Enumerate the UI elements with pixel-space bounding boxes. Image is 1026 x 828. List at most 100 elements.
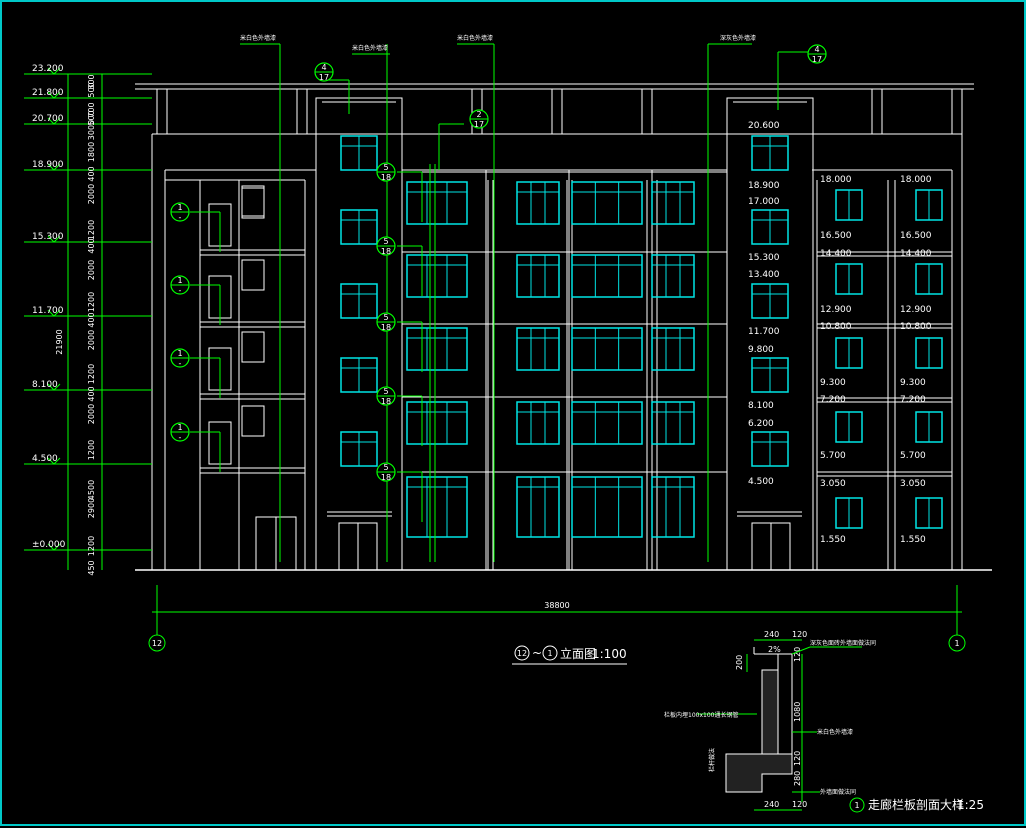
level-marker — [47, 457, 61, 465]
level-value: 5.700 — [900, 451, 926, 461]
window-frame — [651, 476, 695, 538]
dim-value: 1200 — [87, 536, 96, 556]
level-marker — [47, 91, 61, 99]
title-axis-a: 12 — [517, 649, 527, 658]
level-value: 16.500 — [900, 231, 932, 241]
detail-note: 外墙面做法同 — [820, 788, 856, 796]
level-value: 16.500 — [820, 231, 852, 241]
dim-value: 1200 — [87, 364, 96, 384]
callout-sheet: - — [179, 213, 182, 222]
axis-bubble-1 — [948, 634, 966, 652]
note-leader — [791, 646, 811, 655]
axis-label: 1 — [954, 639, 959, 648]
window-frame — [406, 401, 468, 445]
callout-sheet: 18 — [381, 473, 391, 482]
axis-label: 12 — [152, 639, 162, 648]
level-value: 1.550 — [900, 535, 926, 545]
overall-width: 38800 — [544, 601, 569, 610]
callout-number: 1 — [177, 276, 182, 285]
dim-value: 1200 — [87, 220, 96, 240]
elevation-scale: 1:100 — [592, 647, 627, 661]
dim-value: 1800 — [87, 142, 96, 162]
window-frame — [516, 401, 560, 445]
level-value: 13.400 — [748, 270, 780, 280]
level-value: 14.400 — [820, 249, 852, 259]
callout-number: 1 — [177, 203, 182, 212]
level-value: 20.600 — [748, 121, 780, 131]
top-note: 深灰色外墙漆 — [720, 34, 756, 42]
level-value: 7.200 — [820, 395, 846, 405]
dim-value: 500 — [87, 82, 96, 97]
window-frame — [651, 401, 695, 445]
level-value: 23.200 — [32, 64, 64, 74]
detail-dim: 240 — [764, 800, 779, 809]
level-marker — [47, 235, 61, 243]
detail-dim: 120 — [792, 800, 807, 809]
dim-total: 21900 — [55, 329, 64, 354]
window-frame — [516, 254, 560, 298]
callout-sheet: 17 — [319, 73, 329, 82]
dim-value: 1200 — [87, 440, 96, 460]
callout-number: 5 — [383, 387, 388, 396]
window-frame — [406, 476, 468, 538]
level-value: 11.700 — [32, 306, 64, 316]
side-window — [241, 259, 265, 291]
level-value: 18.000 — [900, 175, 932, 185]
callout-number: 1 — [177, 349, 182, 358]
detail-dim: 240 — [764, 630, 779, 639]
side-window — [241, 331, 265, 363]
callout-number: 1 — [177, 423, 182, 432]
level-value: 9.300 — [900, 378, 926, 388]
dim-value: 3000 — [87, 120, 96, 140]
level-value: 5.700 — [820, 451, 846, 461]
callout-sheet: - — [179, 359, 182, 368]
dim-value: 500 — [87, 110, 96, 125]
detail-note: 栏杆做法 — [708, 748, 716, 772]
level-marker — [47, 163, 61, 171]
window-frame — [571, 401, 643, 445]
detail-note: 深灰色面砖外墙面做法同 — [810, 639, 876, 647]
dim-value: 2000 — [87, 260, 96, 280]
level-value: 12.900 — [900, 305, 932, 315]
level-value: 4.500 — [32, 454, 58, 464]
title-sep: ~ — [532, 646, 542, 660]
level-value: 3.050 — [820, 479, 846, 489]
detail-title-bubble — [849, 797, 865, 813]
level-value: 1.550 — [820, 535, 846, 545]
dim-value: 400 — [87, 166, 96, 181]
detail-note: 米白色外墙漆 — [817, 728, 853, 736]
dim-value: 2000 — [87, 184, 96, 204]
detail-dim: 120 — [792, 630, 807, 639]
level-value: 8.100 — [32, 380, 58, 390]
dim-value: 700 — [87, 102, 96, 117]
detail-note: 栏板内埋100x100通长钢管 — [664, 711, 738, 719]
top-note: 米白色外墙漆 — [240, 34, 276, 42]
window-frame — [651, 181, 695, 225]
level-marker — [47, 67, 61, 75]
slab-section — [725, 753, 793, 793]
level-value: 9.300 — [820, 378, 846, 388]
level-value: 3.050 — [900, 479, 926, 489]
detail-dim: 1080 — [793, 702, 802, 722]
callout-sheet: 18 — [381, 323, 391, 332]
callout-sheet: 18 — [381, 173, 391, 182]
side-window — [241, 405, 265, 437]
detail-title: 走廊栏板剖面大样 — [868, 797, 964, 812]
railing-wall — [761, 669, 779, 755]
level-value: 12.900 — [820, 305, 852, 315]
level-marker — [47, 309, 61, 317]
side-window — [241, 187, 265, 219]
top-note: 米白色外墙漆 — [457, 34, 493, 42]
dim-value: 2900 — [87, 498, 96, 518]
level-value: 20.700 — [32, 114, 64, 124]
title-bubble — [514, 645, 530, 661]
callout-sheet: - — [179, 433, 182, 442]
window-frame — [406, 181, 468, 225]
detail-title-number: 1 — [854, 801, 859, 810]
dim-value: 2000 — [87, 330, 96, 350]
level-marker — [47, 383, 61, 391]
level-value: 6.200 — [748, 419, 774, 429]
callout-number: 4 — [814, 45, 819, 54]
callout-number: 5 — [383, 237, 388, 246]
